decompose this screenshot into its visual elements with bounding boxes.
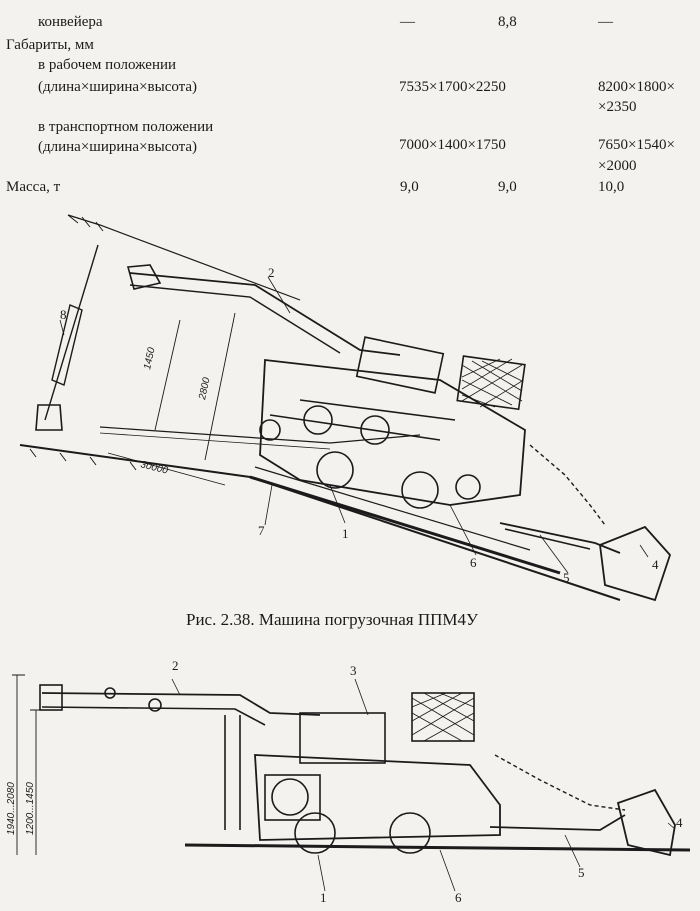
dimensions-header: Габариты, мм — [6, 37, 94, 53]
label-1: 1 — [342, 526, 349, 541]
working-position-value-3a: 8200×1800× — [598, 79, 675, 95]
label-4: 4 — [676, 815, 683, 830]
dim-height-max: 1940...2080 — [6, 782, 17, 835]
conveyor-label: конвейера — [38, 14, 103, 30]
label-5: 5 — [578, 865, 585, 880]
dim-2800: 2800 — [197, 376, 213, 401]
figure-inclined-machine: 1450 2800 30000 2 8 7 1 6 5 4 — [19, 214, 672, 602]
working-position-sublabel: (длина×ширина×высота) — [38, 79, 198, 95]
transport-position-value-3a: 7650×1540× — [598, 137, 675, 153]
label-1: 1 — [320, 890, 327, 905]
label-6: 6 — [455, 890, 462, 905]
label-7: 7 — [258, 523, 265, 538]
label-2: 2 — [268, 265, 275, 280]
conveyor-value-3: — — [598, 14, 613, 30]
dim-30000: 30000 — [139, 459, 169, 477]
label-2: 2 — [172, 658, 179, 673]
dim-1450: 1450 — [142, 346, 157, 370]
conveyor-value-2: 8,8 — [498, 14, 517, 30]
mass-value-1: 9,0 — [400, 179, 419, 195]
label-3: 3 — [350, 663, 357, 678]
dim-height-min: 1200...1450 — [25, 782, 36, 835]
mass-value-2: 9,0 — [498, 179, 517, 195]
transport-position-label: в транспортном положении — [38, 119, 214, 135]
working-position-value-3b: ×2350 — [598, 99, 637, 115]
mass-value-3: 10,0 — [598, 179, 625, 195]
transport-position-value-3b: ×2000 — [598, 158, 637, 174]
label-8: 8 — [60, 307, 67, 322]
mass-label: Масса, т — [6, 179, 61, 195]
figure-level-machine: 1940...2080 1200...1450 2 3 1 6 5 4 — [6, 658, 691, 905]
working-position-value-1: 7535×1700×2250 — [399, 79, 506, 95]
transport-position-value-1: 7000×1400×1750 — [399, 137, 506, 153]
transport-position-sublabel: (длина×ширина×высота) — [38, 139, 198, 155]
working-position-label: в рабочем положении — [38, 57, 177, 73]
figure-caption: Рис. 2.38. Машина погрузочная ППМ4У — [186, 610, 479, 629]
label-6: 6 — [470, 555, 477, 570]
label-4: 4 — [652, 557, 659, 572]
label-5: 5 — [563, 570, 570, 585]
conveyor-value-1: — — [400, 14, 415, 30]
